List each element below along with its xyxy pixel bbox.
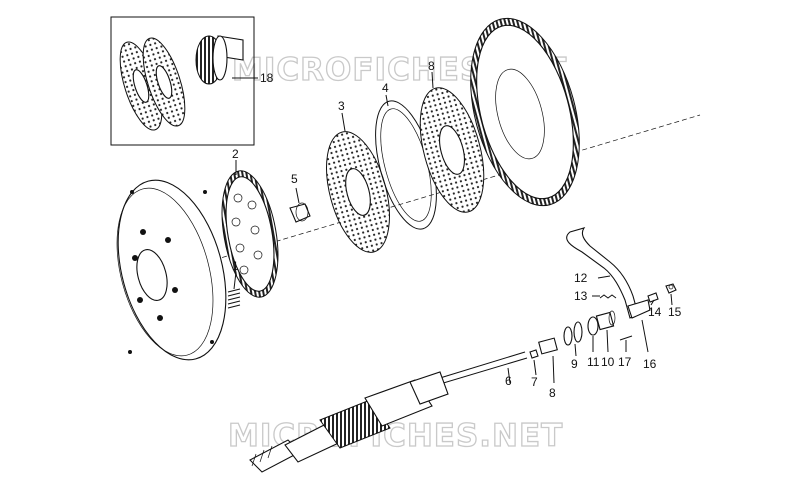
spring-13-icon: [599, 294, 617, 299]
callout-2: 2: [232, 147, 239, 161]
callout-10: 10: [601, 355, 615, 369]
shaft-icon: [249, 351, 528, 473]
callout-11: 11: [587, 355, 600, 369]
callout-15: 15: [668, 305, 682, 319]
clutch-plate-icon: [119, 37, 186, 131]
callout-16: 16: [643, 357, 657, 371]
clutch-disc-8-icon: [419, 87, 485, 213]
callout-8-bottom: 8: [549, 386, 556, 400]
callout-4: 4: [382, 81, 389, 95]
hub-nut-icon: [289, 202, 311, 223]
pin-7-icon: [529, 349, 539, 359]
callout-1: 1: [232, 259, 239, 273]
washer-9-icon: [563, 321, 583, 346]
sleeve-10-icon: [595, 310, 616, 331]
callout-7: 7: [531, 375, 538, 389]
perforated-plate-icon: [221, 170, 279, 298]
callout-8-top: 8: [428, 59, 435, 73]
clutch-disc-3-icon: [326, 131, 390, 253]
callout-17: 17: [618, 355, 632, 369]
callout-5: 5: [291, 172, 298, 186]
hub-gear-icon: [195, 35, 244, 85]
bearing-11-icon: [587, 316, 599, 336]
flywheel-icon: [116, 179, 227, 361]
nut-15-icon: [665, 283, 677, 294]
spring-icon: [227, 288, 241, 309]
ring-gear-icon: [470, 17, 580, 207]
center-axis: [129, 114, 701, 286]
callout-6: 6: [505, 374, 512, 388]
pin-17-icon: [619, 335, 633, 341]
lever-icon: [566, 227, 651, 319]
callout-9: 9: [571, 357, 578, 371]
callout-18: 18: [260, 71, 274, 85]
bolt-14-icon: [647, 292, 659, 303]
callout-14: 14: [648, 305, 662, 319]
callout-12: 12: [574, 271, 588, 285]
callout-3: 3: [338, 99, 345, 113]
inset-box-18: [110, 16, 258, 146]
callout-13: 13: [574, 289, 588, 303]
bushing-8-icon: [538, 337, 558, 355]
